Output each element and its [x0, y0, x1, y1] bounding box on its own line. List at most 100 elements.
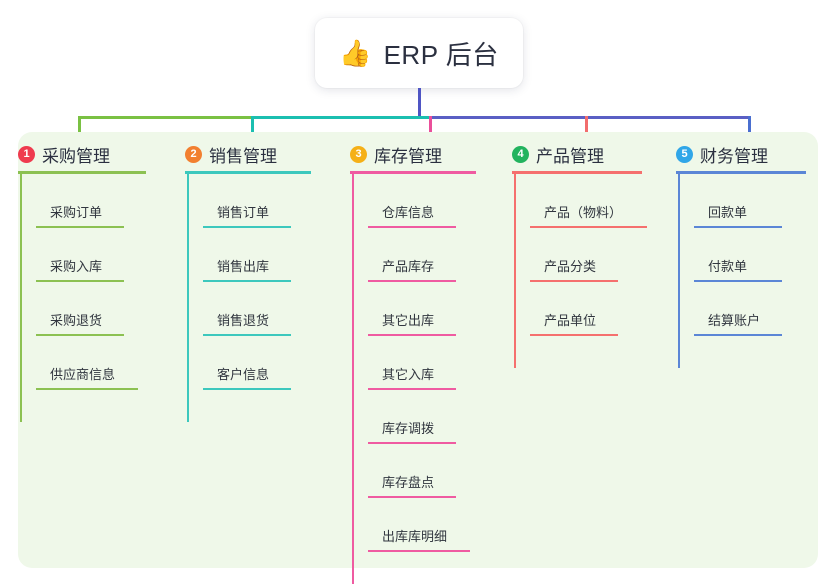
column-rule-product [512, 171, 642, 174]
leaf-rule [530, 226, 647, 228]
leaf-label: 销售退货 [217, 313, 270, 328]
segment-teal [252, 116, 430, 119]
badge-number-product: 4 [512, 146, 529, 163]
leaf-rule [203, 280, 291, 282]
column-rule-purchasing [18, 171, 146, 174]
drop-purchasing [78, 116, 81, 138]
badge-number-purchasing: 1 [18, 146, 35, 163]
leaf-node[interactable]: 仓库信息 [368, 202, 456, 228]
leaf-rule [694, 280, 782, 282]
leaf-rule [36, 388, 138, 390]
root-node[interactable]: 👍 ERP 后台 [315, 18, 523, 88]
column-rule-finance [676, 171, 806, 174]
leaf-node[interactable]: 客户信息 [203, 364, 291, 390]
leaf-rule [36, 226, 124, 228]
leaf-label: 库存调拨 [382, 421, 435, 436]
leaf-label: 销售出库 [217, 259, 270, 274]
leaf-node[interactable]: 库存盘点 [368, 472, 456, 498]
leaf-node[interactable]: 产品单位 [530, 310, 618, 336]
leaf-node[interactable]: 采购订单 [36, 202, 124, 228]
column-title-inventory: 库存管理 [374, 147, 442, 166]
column-spine-finance [678, 172, 680, 368]
leaf-rule [368, 280, 456, 282]
leaf-label: 采购订单 [50, 205, 103, 220]
column-rule-inventory [350, 171, 476, 174]
leaf-node[interactable]: 销售出库 [203, 256, 291, 282]
leaf-node[interactable]: 采购退货 [36, 310, 124, 336]
badge-number-finance: 5 [676, 146, 693, 163]
root-stem [418, 88, 421, 116]
column-title-purchasing: 采购管理 [42, 147, 110, 166]
leaf-node[interactable]: 结算账户 [694, 310, 782, 336]
drop-inventory [429, 116, 432, 138]
leaf-node[interactable]: 其它入库 [368, 364, 456, 390]
column-title-finance: 财务管理 [700, 147, 768, 166]
segment-purple [430, 116, 750, 119]
leaf-rule [36, 280, 124, 282]
leaf-label: 付款单 [708, 259, 748, 274]
leaf-node[interactable]: 产品库存 [368, 256, 456, 282]
leaf-node[interactable]: 采购入库 [36, 256, 124, 282]
leaf-rule [36, 334, 124, 336]
column-spine-inventory [352, 172, 354, 584]
leaf-label: 产品单位 [544, 313, 597, 328]
leaf-rule [694, 226, 782, 228]
column-title-product: 产品管理 [536, 147, 604, 166]
column-title-sales: 销售管理 [209, 147, 277, 166]
leaf-node[interactable]: 出库库明细 [368, 526, 470, 552]
column-header-product[interactable]: 4 产品管理 [512, 142, 604, 167]
badge-number-sales: 2 [185, 146, 202, 163]
leaf-label: 供应商信息 [50, 367, 116, 382]
leaf-rule [368, 550, 470, 552]
leaf-label: 其它入库 [382, 367, 435, 382]
root-title: ERP 后台 [383, 39, 499, 70]
leaf-node[interactable]: 销售退货 [203, 310, 291, 336]
column-header-sales[interactable]: 2 销售管理 [185, 142, 277, 167]
leaf-rule [368, 226, 456, 228]
leaf-label: 仓库信息 [382, 205, 435, 220]
column-header-purchasing[interactable]: 1 采购管理 [18, 142, 110, 167]
leaf-label: 产品分类 [544, 259, 597, 274]
leaf-node[interactable]: 付款单 [694, 256, 782, 282]
leaf-node[interactable]: 回款单 [694, 202, 782, 228]
badge-number-inventory: 3 [350, 146, 367, 163]
column-spine-product [514, 172, 516, 368]
leaf-rule [203, 226, 291, 228]
column-rule-sales [185, 171, 311, 174]
column-header-finance[interactable]: 5 财务管理 [676, 142, 768, 167]
leaf-node[interactable]: 产品分类 [530, 256, 618, 282]
leaf-label: 回款单 [708, 205, 748, 220]
drop-product [585, 116, 588, 138]
leaf-label: 其它出库 [382, 313, 435, 328]
leaf-rule [368, 334, 456, 336]
leaf-label: 客户信息 [217, 367, 270, 382]
segment-green [78, 116, 252, 119]
leaf-node[interactable]: 供应商信息 [36, 364, 138, 390]
column-spine-purchasing [20, 172, 22, 422]
leaf-node[interactable]: 产品（物料） [530, 202, 647, 228]
drop-finance [748, 116, 751, 138]
leaf-rule [694, 334, 782, 336]
column-header-inventory[interactable]: 3 库存管理 [350, 142, 442, 167]
leaf-label: 结算账户 [708, 313, 761, 328]
leaf-rule [368, 496, 456, 498]
leaf-label: 库存盘点 [382, 475, 435, 490]
column-spine-sales [187, 172, 189, 422]
branches-panel: 1 采购管理采购订单采购入库采购退货供应商信息 2 销售管理销售订单销售出库销售退货客… [18, 132, 818, 584]
leaf-rule [530, 280, 618, 282]
leaf-rule [368, 388, 456, 390]
leaf-label: 采购入库 [50, 259, 103, 274]
leaf-label: 销售订单 [217, 205, 270, 220]
leaf-rule [530, 334, 618, 336]
leaf-label: 产品（物料） [544, 205, 623, 220]
leaf-node[interactable]: 销售订单 [203, 202, 291, 228]
leaf-rule [203, 388, 291, 390]
leaf-label: 采购退货 [50, 313, 103, 328]
leaf-node[interactable]: 库存调拨 [368, 418, 456, 444]
leaf-rule [203, 334, 291, 336]
thumbs-up-icon: 👍 [339, 38, 372, 68]
leaf-node[interactable]: 其它出库 [368, 310, 456, 336]
leaf-rule [368, 442, 456, 444]
leaf-label: 产品库存 [382, 259, 435, 274]
